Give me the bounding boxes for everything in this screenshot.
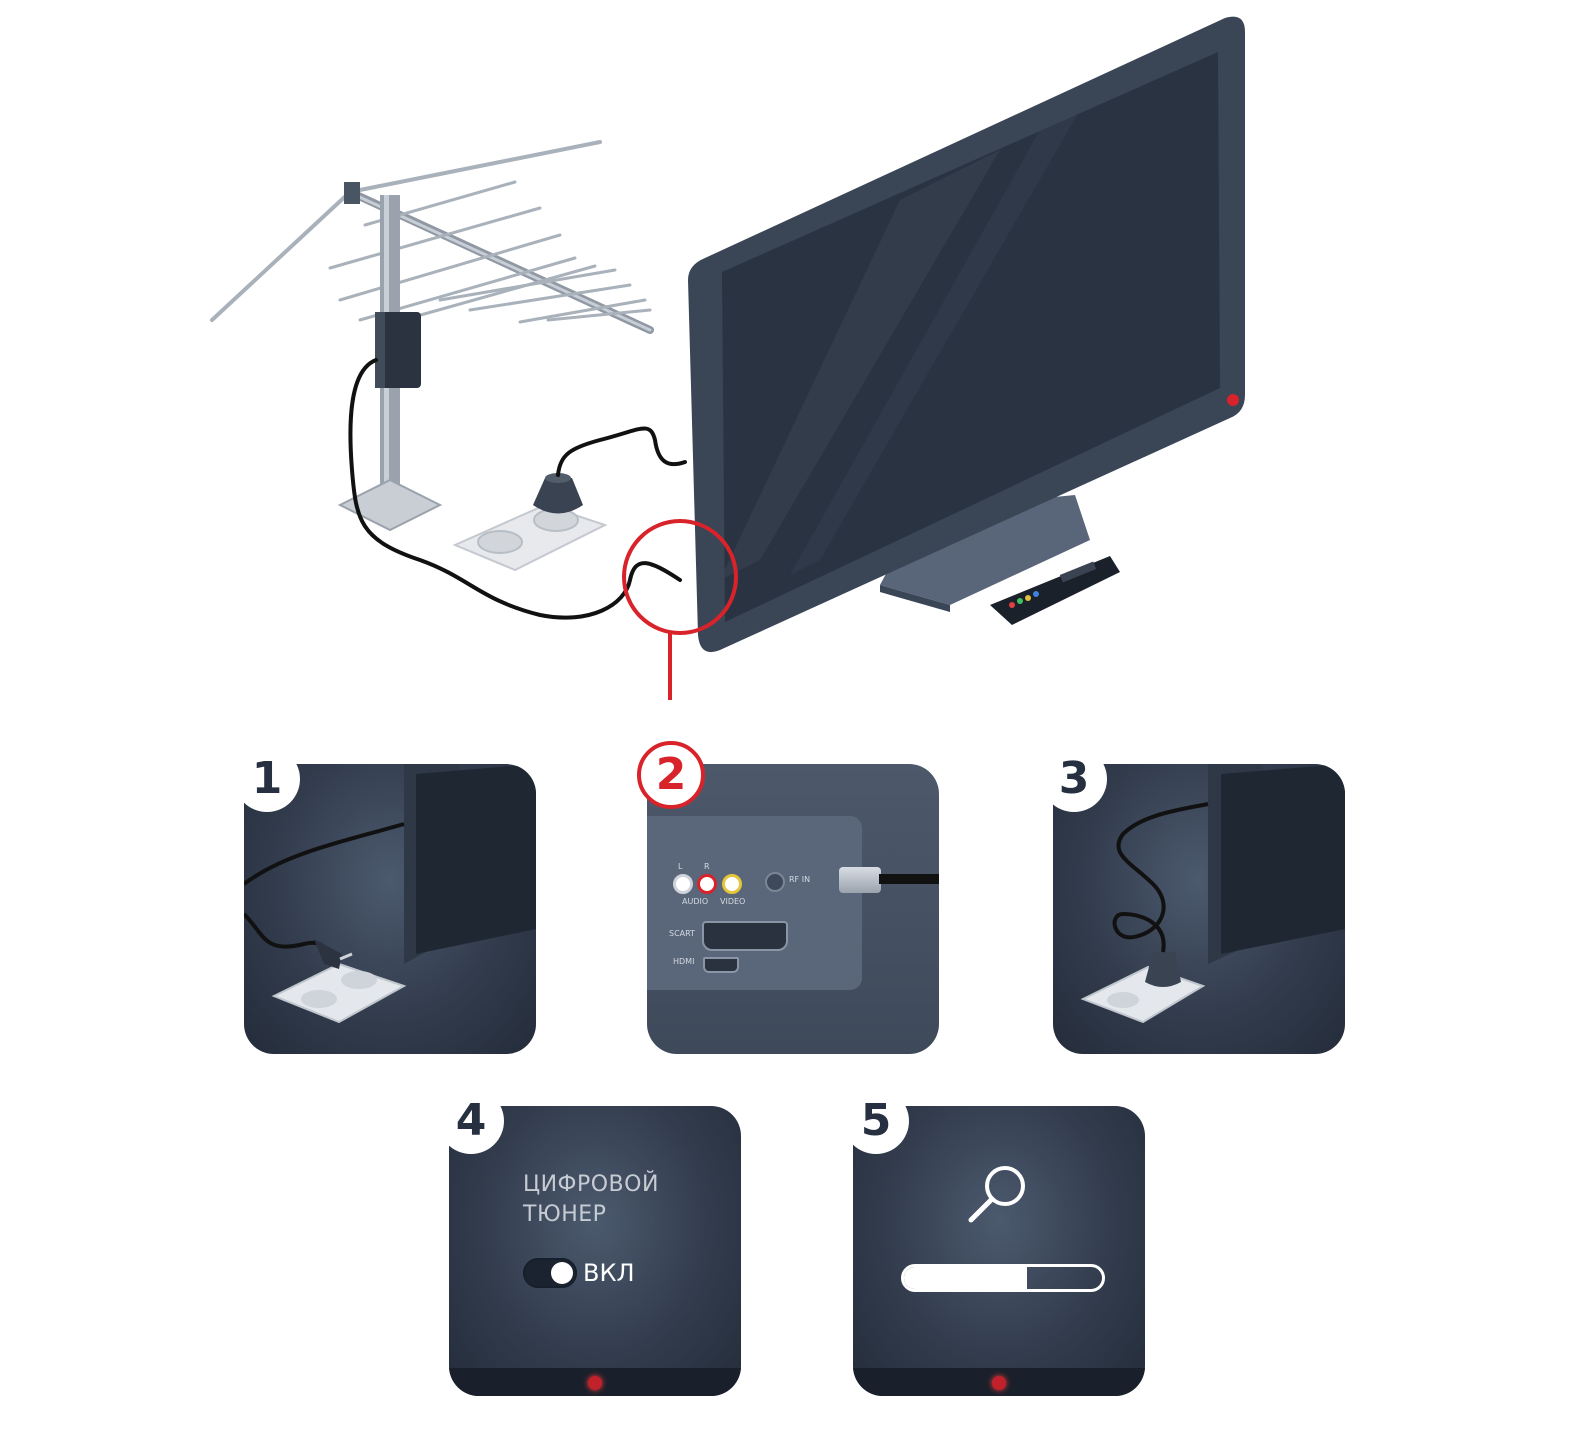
antenna-cable bbox=[879, 874, 939, 884]
port-label-audio: AUDIO bbox=[682, 897, 709, 906]
antenna bbox=[210, 140, 654, 532]
step-5-badge: 5 bbox=[843, 1088, 909, 1154]
step-1-badge: 1 bbox=[234, 746, 300, 812]
step-1-tile bbox=[244, 764, 536, 1054]
step-3-badge: 3 bbox=[1041, 746, 1107, 812]
tv bbox=[688, 16, 1245, 653]
cables bbox=[348, 358, 687, 620]
port-label-r: R bbox=[704, 862, 710, 871]
power-socket bbox=[452, 473, 608, 572]
hdmi-port bbox=[703, 957, 739, 973]
step-2-badge: 2 bbox=[637, 741, 705, 809]
search-icon bbox=[968, 1166, 1025, 1223]
tuner-label-line2: ТЮНЕР bbox=[523, 1202, 607, 1227]
audio-l-jack bbox=[673, 874, 693, 894]
tuner-toggle-label: ВКЛ bbox=[583, 1259, 635, 1287]
port-label-video: VIDEO bbox=[720, 897, 746, 906]
digital-tuner-label: ЦИФРОВОЙ ТЮНЕР bbox=[523, 1170, 659, 1230]
port-label-hdmi: HDMI bbox=[673, 957, 695, 966]
power-led bbox=[992, 1376, 1006, 1390]
setup-illustration bbox=[210, 16, 1245, 700]
plug-tv-into-power-illustration bbox=[1080, 764, 1345, 1024]
step-4-tile: ЦИФРОВОЙ ТЮНЕР ВКЛ bbox=[449, 1106, 741, 1396]
tuner-label-line1: ЦИФРОВОЙ bbox=[523, 1172, 659, 1197]
remote-control bbox=[990, 556, 1120, 625]
step-4-badge: 4 bbox=[438, 1088, 504, 1154]
channel-scan-progress bbox=[901, 1264, 1105, 1292]
port-label-l: L bbox=[678, 862, 683, 871]
progress-fill bbox=[904, 1267, 1027, 1289]
video-jack bbox=[722, 874, 742, 894]
step-2-tile: L R AUDIO VIDEO RF IN SCART HDMI bbox=[647, 764, 939, 1054]
antenna-plug bbox=[839, 867, 881, 893]
rf-in-jack bbox=[765, 872, 785, 892]
connection-highlight bbox=[622, 519, 738, 700]
tv-bottom-bezel bbox=[449, 1368, 741, 1396]
power-led bbox=[588, 1376, 602, 1390]
tv-bottom-bezel bbox=[853, 1368, 1145, 1396]
toggle-knob bbox=[551, 1262, 573, 1284]
port-label-scart: SCART bbox=[669, 929, 695, 938]
tuner-toggle[interactable] bbox=[523, 1258, 577, 1288]
plug-into-socket-illustration bbox=[244, 764, 536, 1024]
scart-port bbox=[702, 921, 788, 951]
port-panel bbox=[647, 816, 862, 990]
audio-r-jack bbox=[697, 874, 717, 894]
step-5-tile bbox=[853, 1106, 1145, 1396]
port-label-rf-in: RF IN bbox=[789, 875, 811, 884]
step-3-tile bbox=[1053, 764, 1345, 1054]
